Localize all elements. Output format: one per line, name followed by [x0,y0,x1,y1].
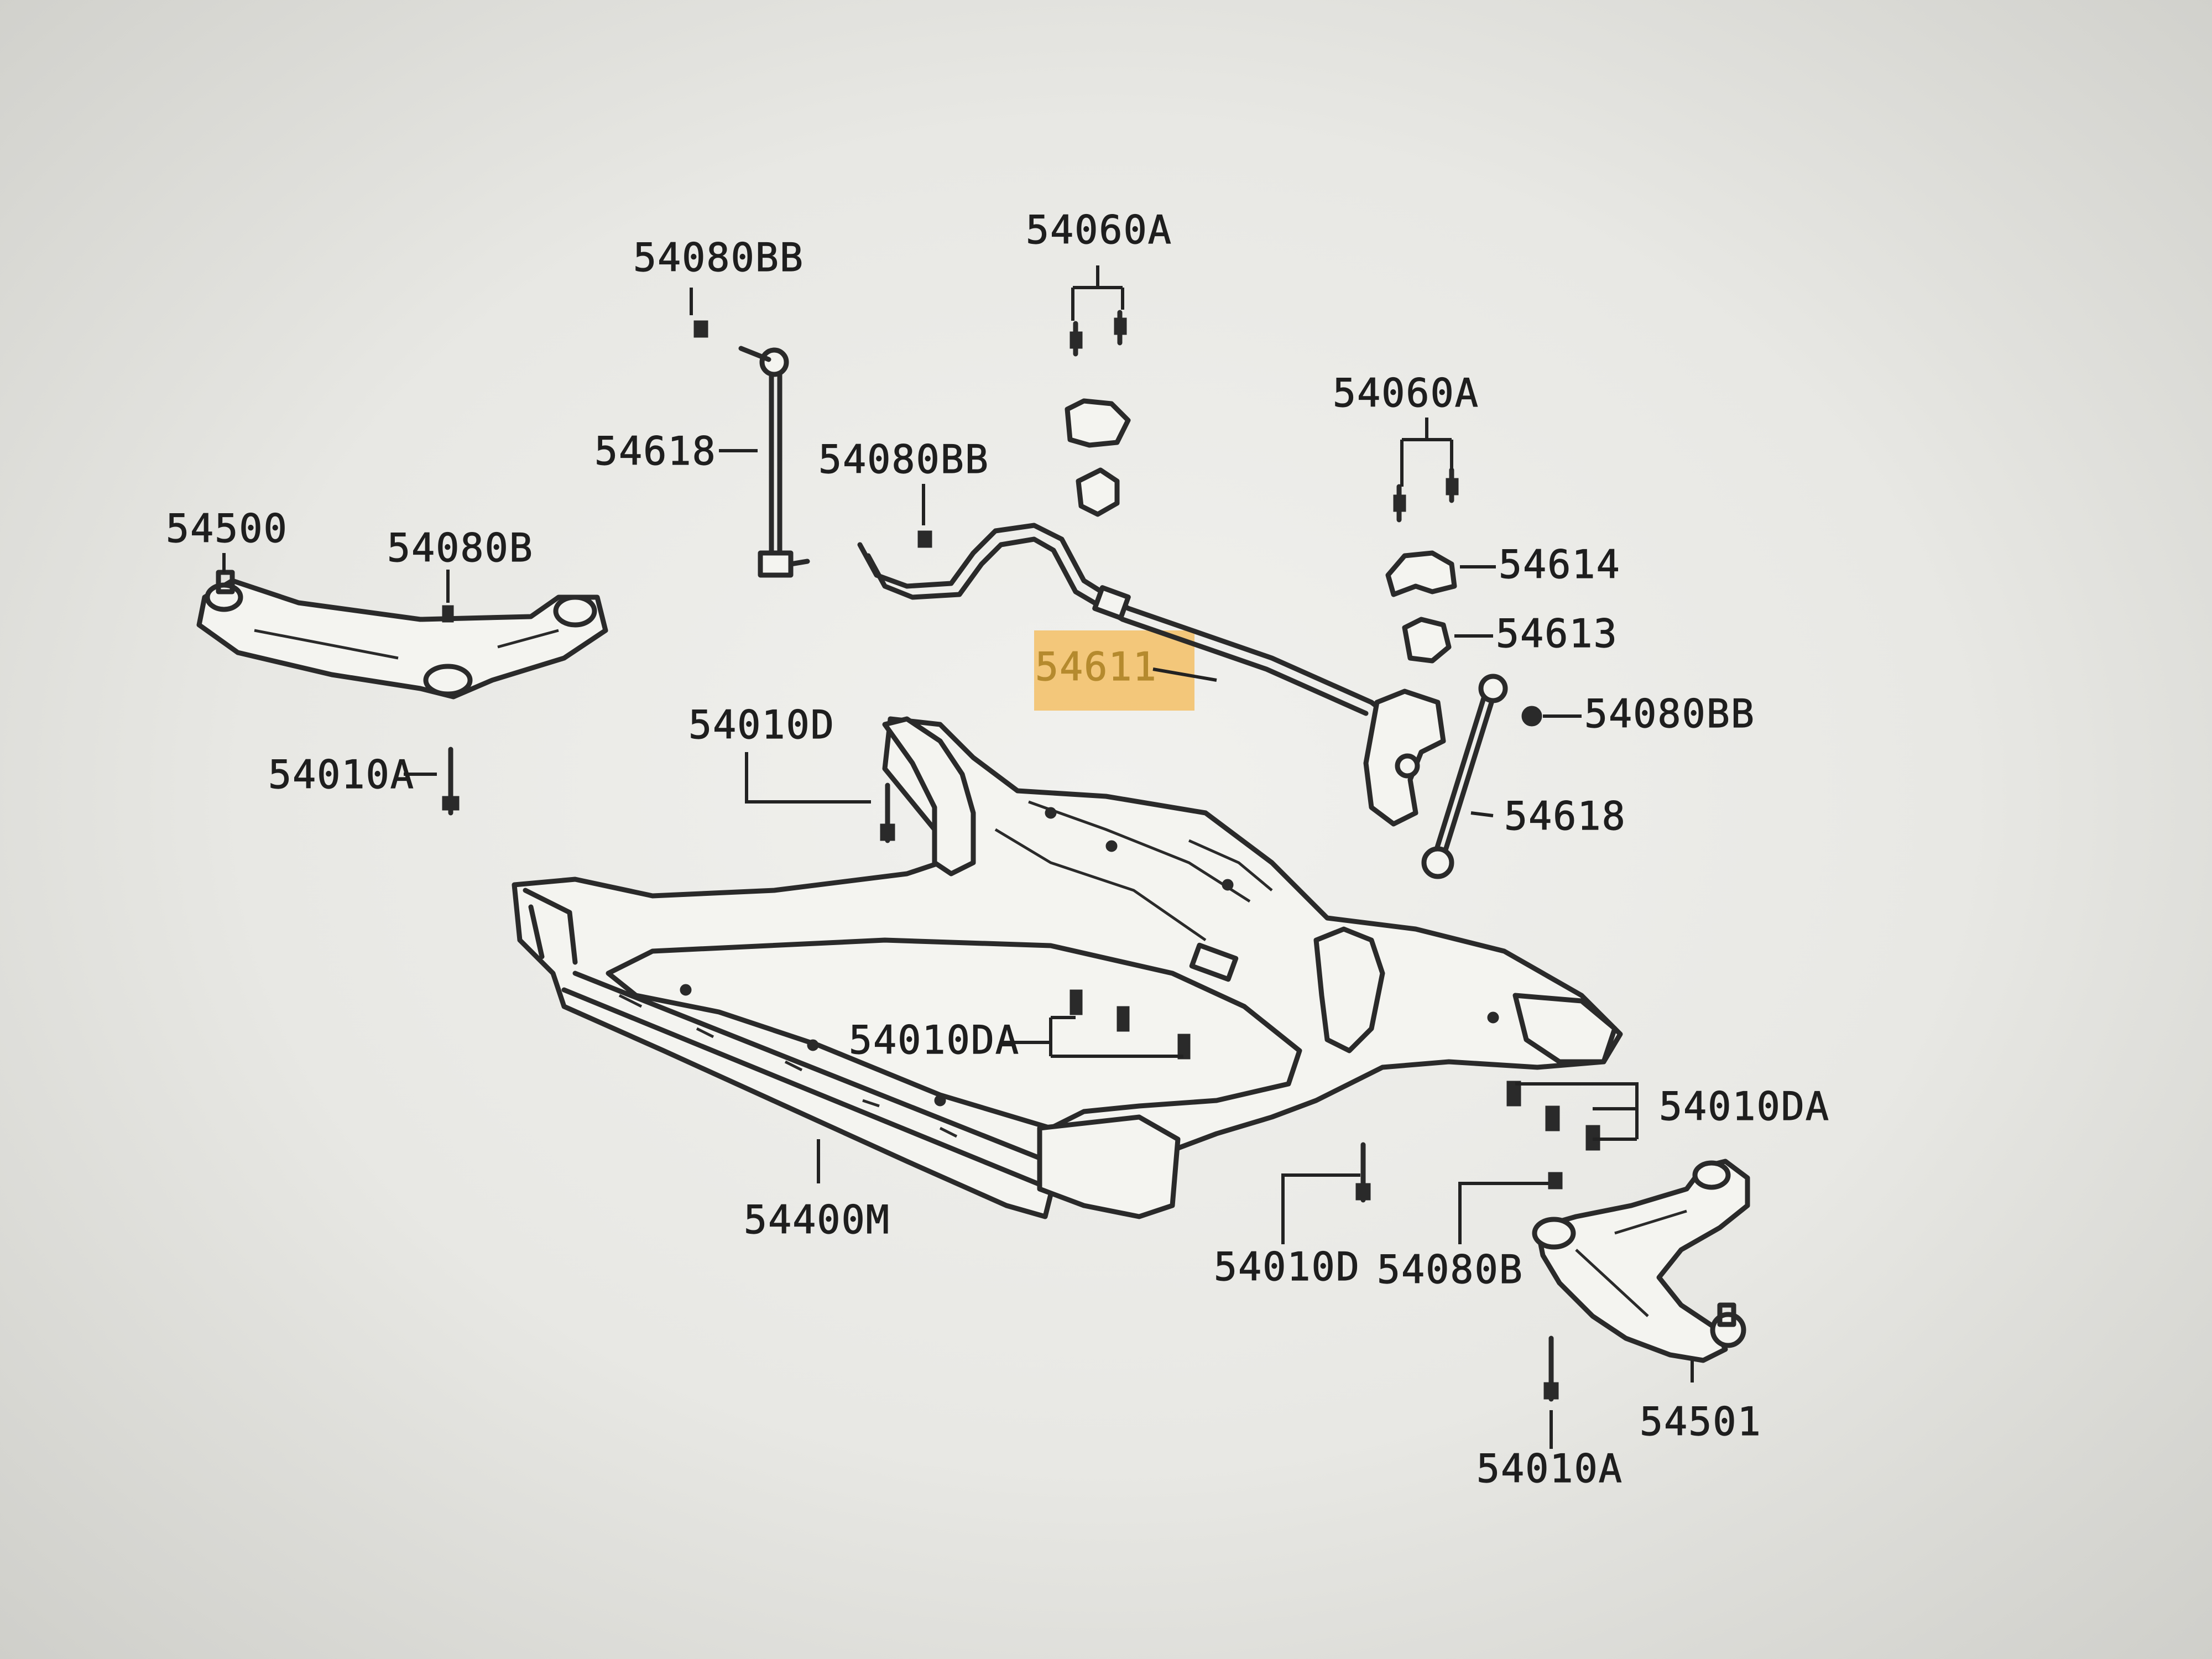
callout-labels: 54080BB 54060A 54618 54080BB 54500 54080… [165,207,1830,1491]
callout-label: 54010DA [849,1018,1020,1063]
highlighted-callout-label: 54611 [1035,644,1157,690]
callout-label: 54080BB [818,437,989,482]
leader-lines [222,265,1694,1449]
callout-label: 54618 [594,429,717,474]
subframe-54400M [512,716,1623,1219]
bushing-clamps-upper [1065,310,1131,517]
callout-label: 54060A [1026,207,1172,253]
upper-arm-54500 [196,570,608,816]
callout-label: 54010A [268,752,415,797]
callout-label: 54618 [1504,794,1626,839]
callout-label: 54500 [166,506,288,551]
callout-label: 54501 [1640,1399,1762,1444]
callout-label: 54400M [744,1197,890,1243]
stabilizer-link-left [693,320,810,578]
callout-label: 54080B [387,525,534,571]
stabilizer-bar [857,523,1446,827]
stabilizer-link-right [1421,674,1542,879]
callout-label: 54614 [1499,542,1621,587]
callout-label: 54060A [1333,371,1479,416]
callout-label: 54010D [688,702,835,748]
callout-label: 54080BB [633,235,804,280]
bushing-clamps-right [1385,467,1459,664]
callout-label: 54613 [1496,611,1618,656]
callout-label: 54080BB [1584,691,1755,737]
callout-label: 54010DA [1659,1084,1830,1129]
callout-label: 54080B [1377,1247,1524,1292]
callout-label: 54010D [1214,1244,1360,1290]
callout-label: 54010A [1477,1446,1623,1491]
